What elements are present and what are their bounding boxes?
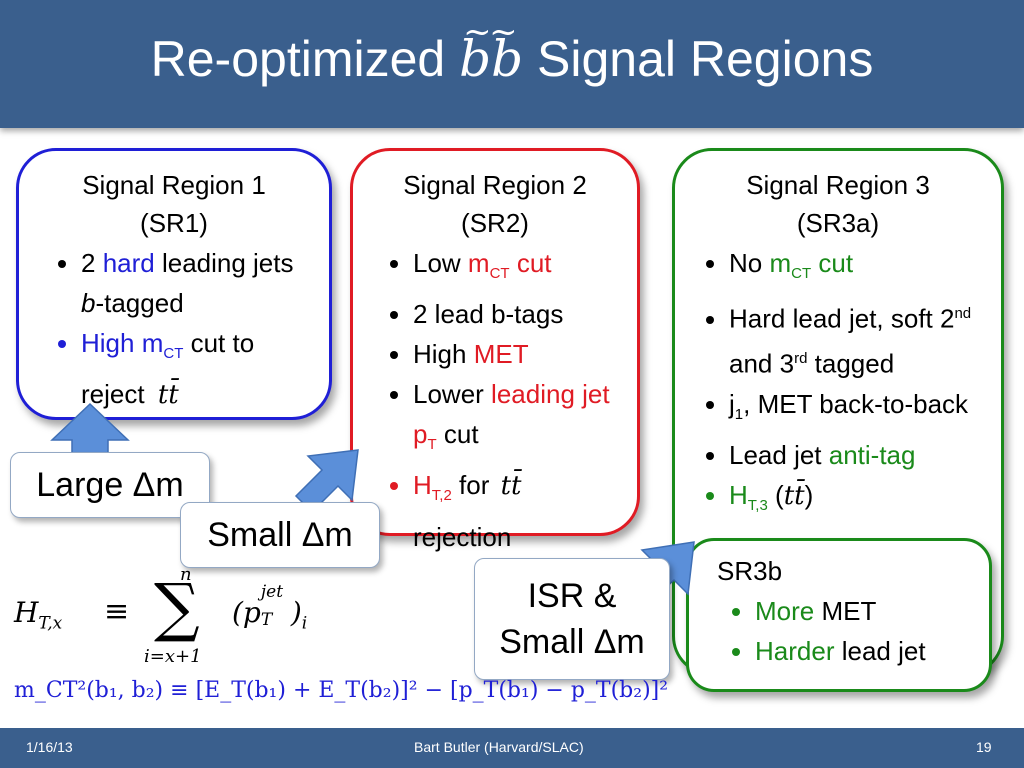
title-math: bb~~ bbox=[459, 12, 524, 88]
slide-title: Re-optimized bb~~ Signal Regions bbox=[0, 12, 1024, 88]
sr3-subtitle: (SR3a) bbox=[796, 208, 880, 238]
title-math-text: bb bbox=[459, 30, 524, 88]
title-suffix: Signal Regions bbox=[523, 31, 874, 87]
isr-line1: ISR & bbox=[527, 577, 617, 615]
list-item: No mCT cut bbox=[729, 243, 991, 294]
list-item: Harder lead jet bbox=[755, 631, 989, 671]
footer-author: Bart Butler (Harvard/SLAC) bbox=[414, 739, 584, 755]
ht-equiv: ≡ bbox=[104, 594, 130, 629]
list-item: j1, MET back-to-back bbox=[729, 384, 991, 435]
sr3-heading: Signal Region 3 (SR3a) bbox=[675, 165, 1001, 243]
list-item: HT,2 for tt̄ rejection bbox=[413, 465, 637, 556]
ht-lower: i=x+1 bbox=[144, 646, 202, 667]
sr1-subtitle: (SR1) bbox=[140, 208, 208, 238]
list-item: High mCT cut to reject tt̄ bbox=[81, 323, 319, 415]
sr2-heading: Signal Region 2 (SR2) bbox=[353, 165, 637, 243]
sr2-subtitle: (SR2) bbox=[461, 208, 529, 238]
title-bar: Re-optimized bb~~ Signal Regions bbox=[0, 0, 1024, 128]
footer-date: 1/16/13 bbox=[26, 739, 73, 755]
list-item: More MET bbox=[755, 591, 989, 631]
small-delta-m-label: Small Δm bbox=[180, 502, 380, 568]
signal-region-2-box: Signal Region 2 (SR2) Low mCT cut 2 lead… bbox=[350, 148, 640, 552]
sr3-title: Signal Region 3 bbox=[746, 170, 930, 200]
isr-small-delta-m-label: ISR & Small Δm bbox=[474, 558, 670, 680]
tilde-mark: ~ bbox=[463, 12, 492, 52]
list-item: Lead jet anti-tag bbox=[729, 435, 991, 475]
sr3b-title: SR3b bbox=[717, 556, 783, 586]
sr2-bullets: Low mCT cut 2 lead b-tags High MET Lower… bbox=[353, 243, 637, 557]
list-item: Lower leading jet pT cut bbox=[413, 374, 637, 465]
sr3-bullets: No mCT cut Hard lead jet, soft 2nd and 3… bbox=[675, 243, 1001, 526]
footer-page-number: 19 bbox=[976, 739, 992, 755]
isr-line2: Small Δm bbox=[499, 623, 645, 661]
signal-region-1-box: Signal Region 1 (SR1) 2 hard leading jet… bbox=[16, 148, 332, 420]
title-prefix: Re-optimized bbox=[150, 31, 460, 87]
list-item: 2 lead b-tags bbox=[413, 294, 637, 334]
list-item: Low mCT cut bbox=[413, 243, 637, 294]
ht-sum: ∑ bbox=[154, 571, 200, 645]
list-item: Hard lead jet, soft 2nd and 3rd tagged bbox=[729, 294, 991, 383]
large-delta-m-label: Large Δm bbox=[10, 452, 210, 518]
sr3b-bullets: More MET Harder lead jet bbox=[689, 591, 989, 671]
ht-upper: n bbox=[180, 564, 192, 585]
ht-lhs: HT,x bbox=[14, 596, 63, 634]
footer-bar: 1/16/13 Bart Butler (Harvard/SLAC) 19 bbox=[0, 728, 1024, 768]
list-item: High MET bbox=[413, 334, 637, 374]
list-item: HT,3 (tt̄) bbox=[729, 475, 991, 526]
signal-region-3b-box: SR3b More MET Harder lead jet bbox=[686, 538, 992, 692]
sr2-title: Signal Region 2 bbox=[403, 170, 587, 200]
sr1-heading: Signal Region 1 (SR1) bbox=[19, 165, 329, 243]
tilde-mark: ~ bbox=[489, 12, 518, 52]
mct-formula: m_CT²(b₁, b₂) ≡ [E_T(b₁) + E_T(b₂)]² − [… bbox=[14, 678, 669, 703]
sr1-bullets: 2 hard leading jets b-tagged High mCT cu… bbox=[19, 243, 329, 415]
sr1-title: Signal Region 1 bbox=[82, 170, 266, 200]
list-item: 2 hard leading jets b-tagged bbox=[81, 243, 319, 323]
